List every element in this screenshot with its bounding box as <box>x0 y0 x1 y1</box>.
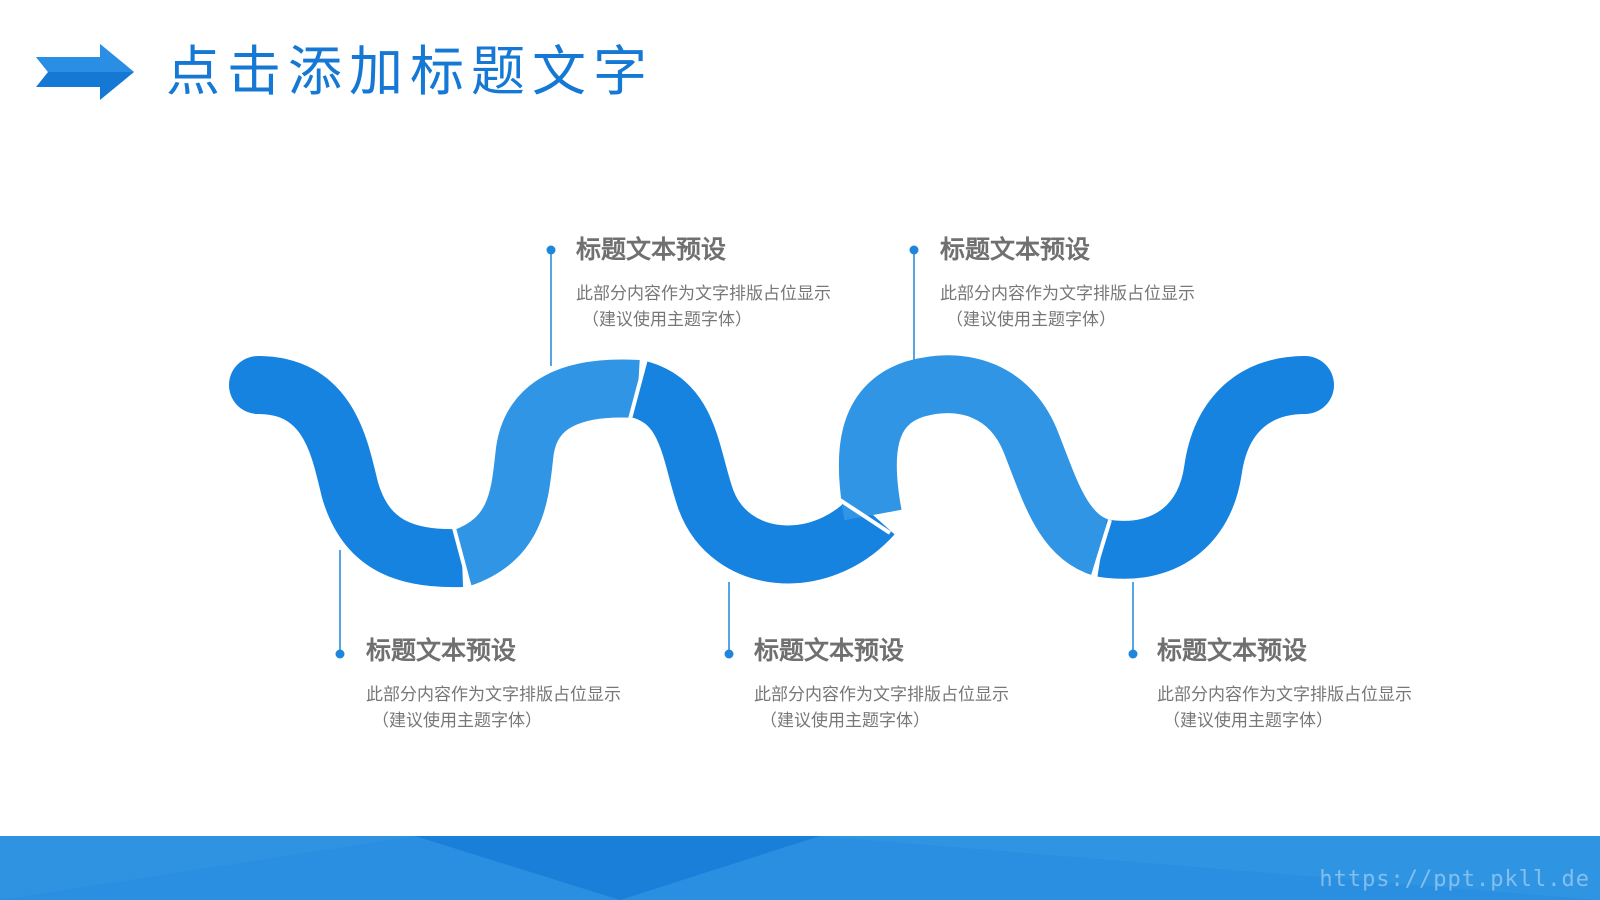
callout-text: 此部分内容作为文字排版占位显示 <box>1157 685 1412 705</box>
callout-title: 标题文本预设 <box>940 235 1091 264</box>
segment-divider <box>1090 519 1112 580</box>
wave-segment-3 <box>628 360 895 584</box>
callout-text: 此部分内容作为文字排版占位显示 <box>754 685 1009 705</box>
wave-end-cap <box>229 356 287 414</box>
connector-dot <box>546 245 556 255</box>
callout-4: 标题文本预设 此部分内容作为文字排版占位显示 （建议使用主题字体） <box>754 636 1044 734</box>
callout-title: 标题文本预设 <box>1157 636 1308 665</box>
segment-divider <box>452 527 472 589</box>
callout-note: （建议使用主题字体） <box>760 711 930 731</box>
callout-note: （建议使用主题字体） <box>372 711 542 731</box>
callout-note: （建议使用主题字体） <box>946 310 1116 330</box>
segment-divider <box>838 498 892 535</box>
watermark: https://ppt.pkll.de <box>1319 867 1590 892</box>
wave-segment-5 <box>1097 356 1307 579</box>
segment-divider <box>628 358 648 420</box>
wave-segment-4 <box>838 355 1113 576</box>
wave-end-cap <box>1276 356 1334 414</box>
connector-dot <box>335 649 345 659</box>
wave-segment-2 <box>451 359 640 586</box>
callout-text: 此部分内容作为文字排版占位显示 <box>940 284 1195 304</box>
connector-dot <box>724 649 734 659</box>
footer-band <box>0 836 1600 900</box>
callout-2: 标题文本预设 此部分内容作为文字排版占位显示 （建议使用主题字体） <box>940 235 1230 333</box>
callout-title: 标题文本预设 <box>366 636 517 665</box>
callout-text: 此部分内容作为文字排版占位显示 <box>576 284 831 304</box>
page-title: 点击添加标题文字 <box>166 40 654 103</box>
callout-title: 标题文本预设 <box>576 235 727 264</box>
callout-note: （建议使用主题字体） <box>582 310 752 330</box>
callout-3: 标题文本预设 此部分内容作为文字排版占位显示 （建议使用主题字体） <box>366 636 656 734</box>
right-arrow-icon <box>36 44 134 100</box>
callout-5: 标题文本预设 此部分内容作为文字排版占位显示 （建议使用主题字体） <box>1157 636 1447 734</box>
callout-text: 此部分内容作为文字排版占位显示 <box>366 685 621 705</box>
wave-segment-1 <box>256 356 464 588</box>
connector-dot <box>1128 649 1138 659</box>
callout-note: （建议使用主题字体） <box>1163 711 1333 731</box>
connector-dot <box>909 245 919 255</box>
callout-1: 标题文本预设 此部分内容作为文字排版占位显示 （建议使用主题字体） <box>576 235 866 333</box>
callout-title: 标题文本预设 <box>754 636 905 665</box>
